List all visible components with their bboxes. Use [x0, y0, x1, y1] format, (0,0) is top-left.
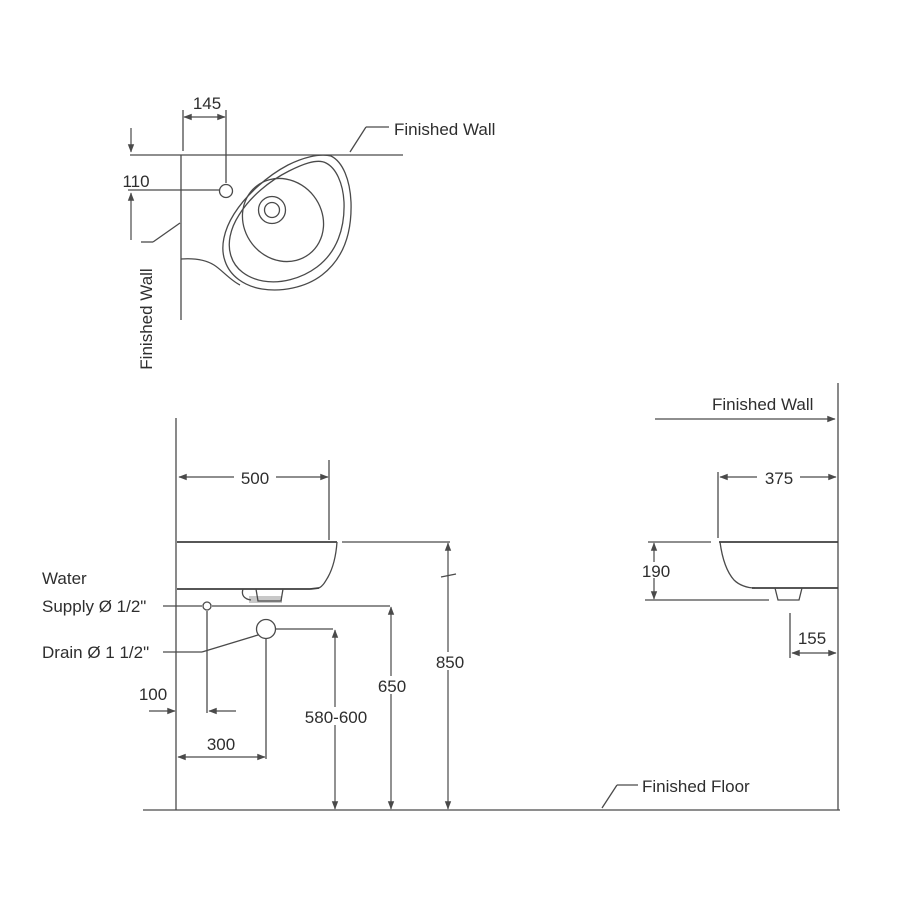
dim-text-mask	[370, 676, 413, 694]
water-supply-point	[202, 601, 212, 611]
drain-trap-shading	[249, 596, 282, 603]
front-view: 500 Water Supply Ø 1/2" Drain Ø 1 1/2" 1…	[42, 418, 840, 811]
water-supply-label-line2: Supply Ø 1/2"	[42, 597, 146, 616]
dim-break-tick	[440, 573, 457, 578]
leader-diagonal	[349, 126, 367, 153]
finished-wall-top-label: Finished Wall	[394, 120, 495, 139]
dim-text-mask	[234, 469, 276, 486]
basin-side-front-curve	[719, 541, 756, 589]
dim-500-label: 500	[241, 469, 269, 488]
basin-front-right-curve	[318, 541, 338, 589]
side-drain-notch	[774, 587, 803, 601]
dim-text-mask	[638, 562, 674, 578]
dim-850-label: 850	[436, 653, 464, 672]
dim-text-mask	[757, 469, 800, 486]
dim-300-label: 300	[207, 735, 235, 754]
dim-375-label: 375	[765, 469, 793, 488]
basin-inner-rim	[228, 160, 345, 283]
faucet-hole	[218, 183, 234, 199]
dim-650-label: 650	[378, 677, 406, 696]
drain-hole-outer	[257, 195, 287, 225]
basin-front-bottom	[177, 587, 320, 590]
dim-100-label: 100	[139, 685, 167, 704]
drain-label: Drain Ø 1 1/2"	[42, 643, 149, 662]
finished-wall-left-label: Finished Wall	[137, 268, 156, 369]
basin-bowl	[241, 177, 325, 263]
dim-155-label: 155	[798, 629, 826, 648]
leader-diagonal	[152, 222, 181, 243]
finished-wall-side-label: Finished Wall	[712, 395, 813, 414]
side-view: Finished Wall 375 190 155	[638, 383, 839, 810]
dim-text-mask	[428, 652, 472, 670]
dim-580-600-label: 580-600	[305, 708, 367, 727]
dim-190-label: 190	[642, 562, 670, 581]
dim-110-label: 110	[122, 172, 149, 191]
basin-outer-rim	[222, 154, 352, 291]
finished-floor-label: Finished Floor	[642, 777, 750, 796]
dim-145-label: 145	[193, 94, 221, 113]
drain-hole-inner	[263, 201, 281, 219]
drain-trap-cup	[255, 588, 284, 602]
top-view: 145 110 Finished Wall Finished Wall	[122, 94, 495, 370]
basin-wall-blend-curve	[180, 258, 241, 286]
water-supply-label-line1: Water	[42, 569, 87, 588]
floor-callout: Finished Floor	[601, 777, 750, 809]
drain-point	[255, 618, 277, 640]
drain-trap-curve	[241, 588, 252, 601]
drain-leader-diagonal	[201, 634, 259, 653]
dim-text-mask	[299, 707, 373, 725]
leader-diagonal	[601, 784, 618, 809]
